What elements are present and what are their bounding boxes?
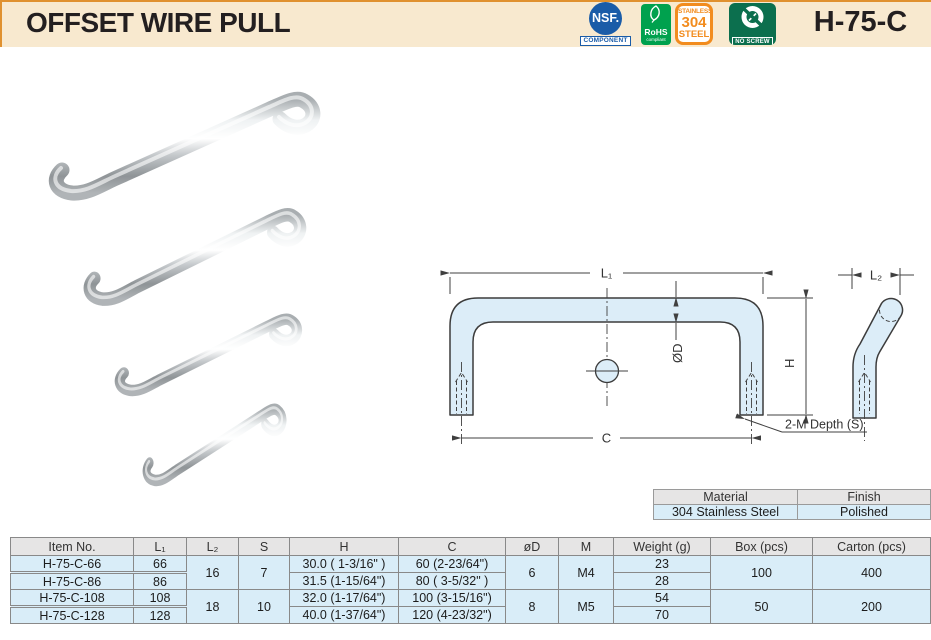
cell-s: 10 — [238, 589, 290, 624]
leaf-icon — [650, 5, 660, 23]
col-l1: L₁ — [133, 537, 187, 556]
nsf-icon: NSF. — [589, 2, 622, 35]
spec-table: Item No. L₁ L₂ S H C øD M Weight (g) Box… — [10, 537, 931, 624]
finish-value: Polished — [797, 504, 931, 520]
cell-item: H-75-C-86 — [10, 572, 134, 590]
cell-l2: 18 — [186, 589, 239, 624]
table-row: H-75-C-128 128 40.0 (1-37/64") 120 (4-23… — [10, 606, 931, 624]
part-number: H-75-C — [813, 6, 908, 38]
material-table: Material Finish 304 Stainless Steel Poli… — [653, 489, 931, 520]
dim-label-h: H — [782, 359, 797, 368]
nsf-component-label: COMPONENT — [580, 36, 631, 46]
dim-label-od: ØD — [670, 344, 685, 364]
cell-m: M5 — [558, 589, 614, 624]
cell-l2: 16 — [186, 555, 239, 590]
table-row: H-75-C-108 108 18 10 32.0 (1-17/64") 100… — [10, 589, 931, 624]
col-weight: Weight (g) — [613, 537, 711, 556]
cell-l1: 66 — [133, 555, 187, 574]
front-view-outline — [449, 297, 764, 416]
cell-h: 30.0 ( 1-3/16" ) — [289, 555, 399, 573]
no-screw-icon — [741, 6, 764, 28]
cell-item: H-75-C-108 — [10, 589, 134, 608]
col-m: M — [558, 537, 614, 556]
finish-header: Finish — [797, 489, 931, 505]
cell-s: 7 — [238, 555, 290, 590]
wire-pull-handle — [119, 318, 297, 391]
product-photo — [38, 80, 338, 500]
side-view-outline — [852, 297, 904, 419]
cell-l1: 128 — [133, 606, 187, 624]
col-s: S — [238, 537, 290, 556]
stainless-line2: 304 — [681, 14, 707, 31]
stainless-304-badge: STAINLESS 304 STEEL — [675, 3, 713, 45]
cell-c: 100 (3-15/16") — [398, 589, 506, 607]
no-screw-badge: NO SCREW — [729, 3, 776, 45]
stainless-line3: STEEL — [678, 29, 710, 40]
stainless-line1: STAINLESS — [678, 8, 713, 15]
cell-weight: 70 — [613, 606, 711, 624]
technical-diagram: L₁ ØD H C 2-M Depth (S) L₂ — [440, 266, 914, 446]
nsf-badge: NSF. COMPONENT — [580, 2, 631, 46]
col-box: Box (pcs) — [710, 537, 813, 556]
cell-weight: 54 — [613, 589, 711, 607]
col-item-no: Item No. — [10, 537, 134, 556]
rohs-label: RoHS — [644, 27, 668, 37]
wire-pull-handle — [89, 213, 300, 299]
col-carton: Carton (pcs) — [812, 537, 931, 556]
col-od: øD — [505, 537, 559, 556]
cell-od: 8 — [505, 589, 559, 624]
col-l2: L₂ — [186, 537, 239, 556]
nsf-label: NSF. — [591, 11, 620, 25]
cell-c: 120 (4-23/32") — [398, 606, 506, 624]
thread-note: 2-M Depth (S) — [785, 418, 864, 432]
cell-h: 32.0 (1-17/64") — [289, 589, 399, 607]
cell-weight: 23 — [613, 555, 711, 573]
cell-m: M4 — [558, 555, 614, 590]
no-screw-label: NO SCREW — [732, 37, 773, 45]
wire-pull-handle — [146, 408, 283, 481]
material-value: 304 Stainless Steel — [653, 504, 798, 520]
dim-label-l2: L₂ — [870, 268, 882, 283]
cell-l1: 86 — [133, 572, 187, 590]
col-h: H — [289, 537, 399, 556]
spec-header-row: Item No. L₁ L₂ S H C øD M Weight (g) Box… — [10, 537, 931, 556]
cell-box: 100 — [710, 555, 813, 590]
material-header: Material — [653, 489, 798, 505]
cell-box: 50 — [710, 589, 813, 624]
dim-label-c: C — [602, 431, 611, 446]
cell-h: 31.5 (1-15/64") — [289, 572, 399, 590]
rohs-sublabel: compliant — [646, 37, 666, 42]
wire-pull-handle — [55, 97, 313, 193]
cell-h: 40.0 (1-37/64") — [289, 606, 399, 624]
table-row: H-75-C-66 66 16 7 30.0 ( 1-3/16" ) 60 (2… — [10, 555, 931, 590]
cell-l1: 108 — [133, 589, 187, 608]
cell-c: 80 ( 3-5/32" ) — [398, 572, 506, 590]
cell-od: 6 — [505, 555, 559, 590]
cell-weight: 28 — [613, 572, 711, 590]
page-title: OFFSET WIRE PULL — [26, 7, 291, 38]
rohs-badge: RoHS compliant — [641, 4, 671, 45]
cell-item: H-75-C-128 — [10, 606, 134, 624]
dim-label-l1: L₁ — [601, 266, 613, 281]
cell-carton: 200 — [812, 589, 931, 624]
cell-carton: 400 — [812, 555, 931, 590]
cell-c: 60 (2-23/64") — [398, 555, 506, 573]
col-c: C — [398, 537, 506, 556]
table-row: H-75-C-86 86 31.5 (1-15/64") 80 ( 3-5/32… — [10, 572, 931, 590]
cell-item: H-75-C-66 — [10, 555, 134, 574]
